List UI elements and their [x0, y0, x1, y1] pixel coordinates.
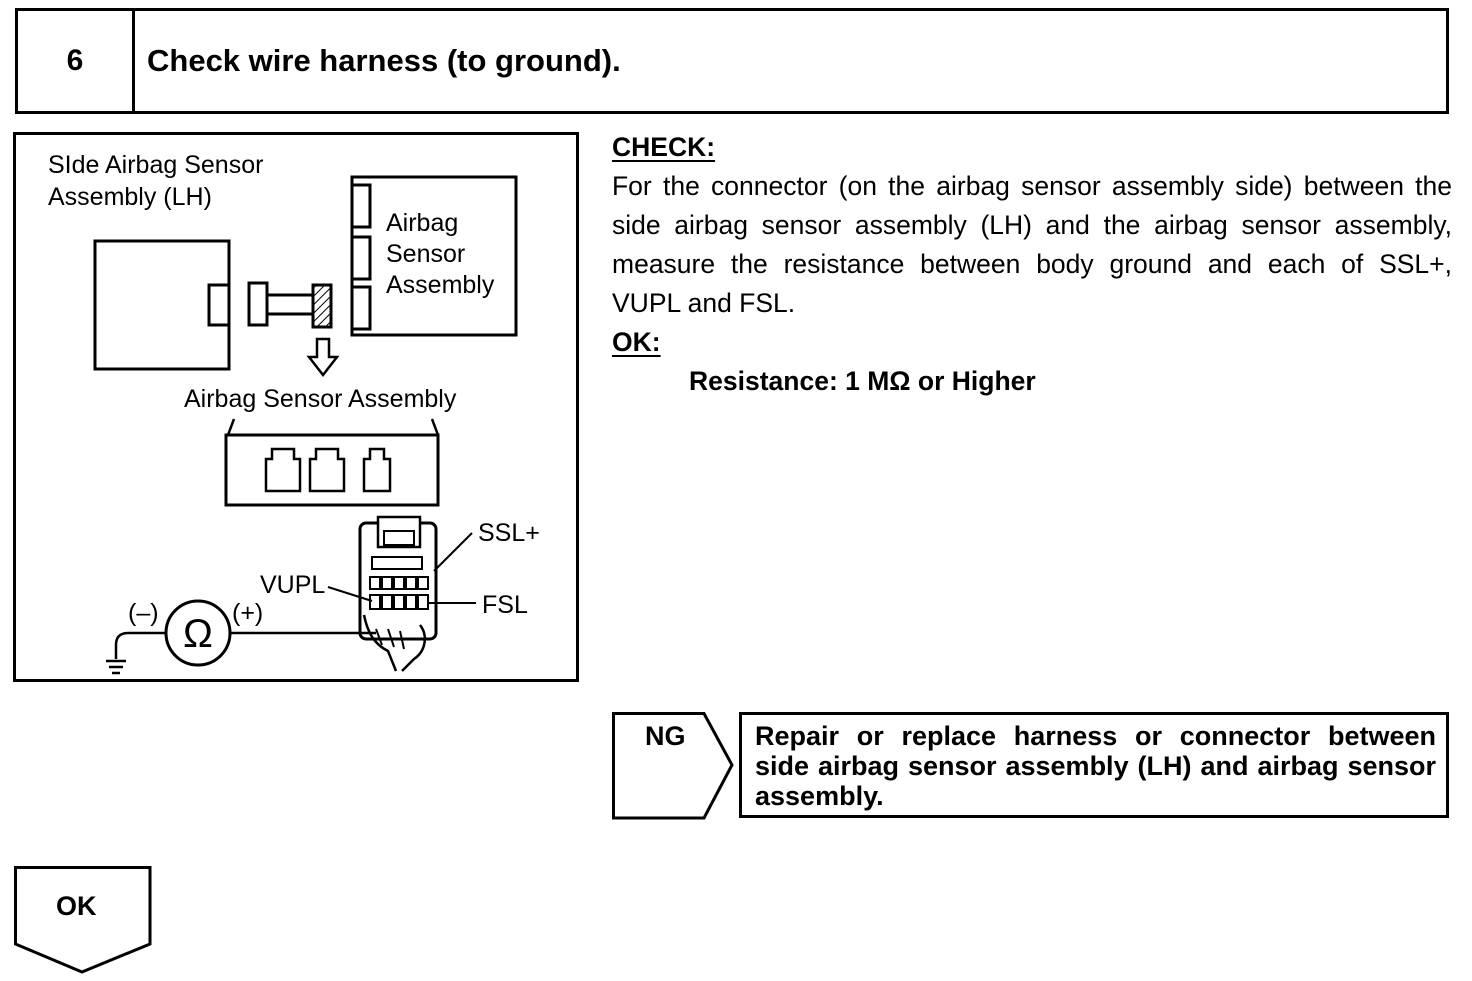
ng-label: NG	[645, 721, 686, 751]
harness-plug-right	[311, 283, 333, 329]
airbag-sensor-label-3: Assembly	[386, 271, 495, 299]
airbag-sensor-label-2: Sensor	[386, 240, 465, 268]
ng-pentagon-icon	[612, 712, 734, 820]
connector-title: Airbag Sensor Assembly	[184, 385, 457, 413]
hand-icon	[358, 515, 438, 672]
probe-negative-label: (–)	[128, 599, 159, 627]
check-text: For the connector (on the airbag sensor …	[612, 171, 1452, 318]
ok-spec: Resistance: 1 MΩ or Higher	[689, 366, 1036, 396]
ng-branch: NG	[612, 712, 734, 825]
probe-positive-label: (+)	[232, 599, 263, 627]
airbag-sensor-label-1: Airbag	[386, 209, 458, 237]
ohmmeter-icon: Ω	[164, 599, 232, 667]
terminal-vupl-label: VUPL	[260, 571, 325, 599]
check-heading: CHECK:	[612, 132, 716, 162]
ground-icon	[106, 659, 126, 675]
step-title: Check wire harness (to ground).	[147, 43, 621, 78]
terminal-ssl-label: SSL+	[478, 519, 540, 547]
step-number: 6	[18, 11, 135, 111]
arrow-down-icon	[306, 337, 340, 378]
side-sensor-port	[207, 283, 231, 327]
harness-plug-left	[247, 281, 269, 327]
check-section: CHECK: For the connector (on the airbag …	[612, 128, 1452, 401]
ok-branch: OK	[14, 866, 154, 981]
ok-label: OK	[56, 891, 97, 921]
ok-arrow-icon	[14, 866, 152, 974]
ok-heading: OK:	[612, 327, 661, 357]
terminal-fsl-label: FSL	[482, 591, 528, 619]
wiring-diagram: SIde Airbag Sensor Assembly (LH) Airbag …	[48, 151, 540, 675]
wiring-figure: SIde Airbag Sensor Assembly (LH) Airbag …	[13, 132, 579, 682]
ng-action: Repair or replace harness or connector b…	[739, 712, 1449, 818]
connector-face	[224, 418, 440, 507]
side-sensor-label-1: SIde Airbag Sensor	[48, 151, 263, 179]
ohmmeter-symbol: Ω	[183, 612, 213, 656]
step-header: 6 Check wire harness (to ground).	[15, 8, 1449, 114]
side-sensor-label-2: Assembly (LH)	[48, 183, 212, 211]
